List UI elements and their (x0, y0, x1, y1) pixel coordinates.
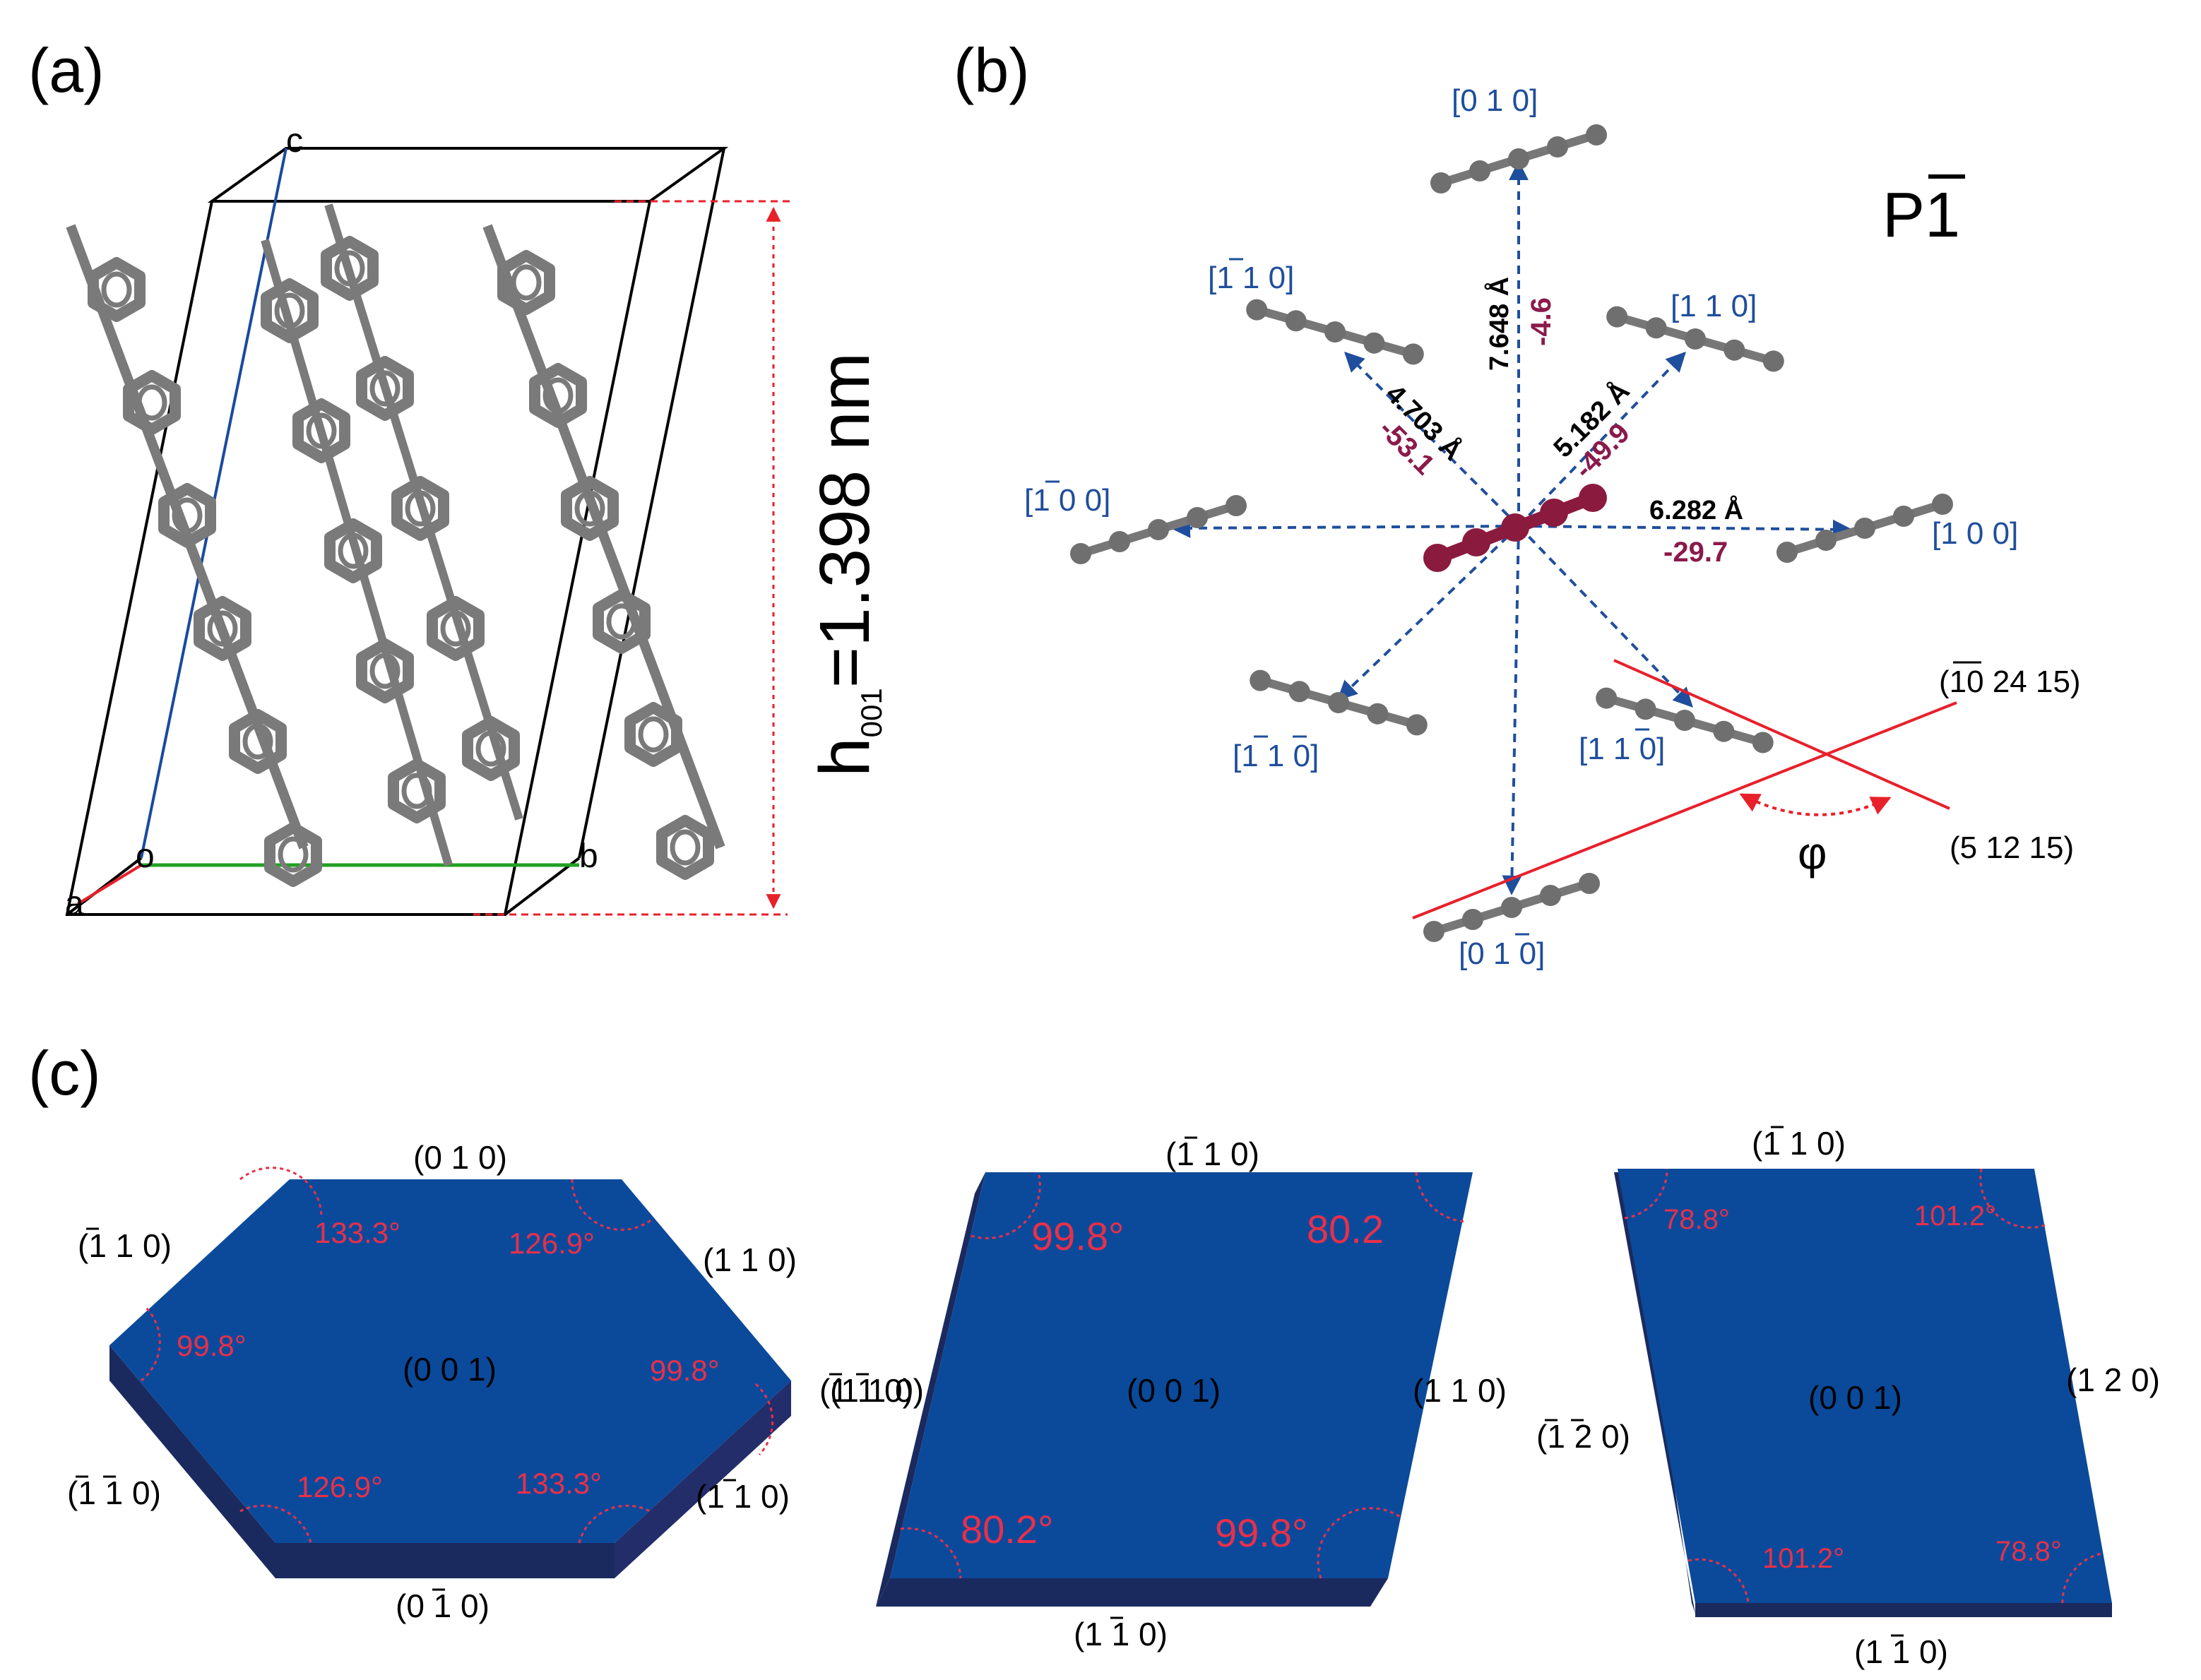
p1-angle-tl: 99.8° (1031, 1214, 1124, 1258)
hexagon-corner-arcs (141, 1167, 774, 1544)
hexagon-angles: 133.3° 126.9° 99.8° 99.8° 126.9° 133.3° (177, 1216, 720, 1503)
parallelogram-1-faces: (1 1 0) (1 1 0) (1 1 0) (0 0 1) (1 1 0) (830, 1136, 1507, 1652)
dist-100: 6.282 Å (1649, 494, 1743, 525)
dir-label-100: [1 0 0] (1932, 516, 2018, 551)
plane-line-5-12-15 (1613, 659, 1950, 810)
hex-face-right: (1 1 0) (819, 1372, 913, 1409)
phi-arc (1739, 793, 1892, 816)
panel-b-label: (b) (954, 35, 1030, 105)
angle-100: -29.7 (1663, 537, 1728, 568)
parallelogram-2-faces: (1 1 0) (1 2 0) (1 2 0) (0 0 1) (1 1 0) (1536, 1125, 2160, 1670)
phi-label: φ (1798, 828, 1827, 878)
hex-angle-l: 99.8° (177, 1329, 247, 1362)
dir-label-1m10: [1 1 0] (1579, 732, 1665, 766)
panel-c-label: (c) (28, 1038, 101, 1108)
dir-label-m1m10: [1 1 0] (1233, 739, 1319, 773)
p2-angle-tr: 101.2° (1914, 1201, 1996, 1232)
dir-label-m110: [1 1 0] (1208, 261, 1294, 295)
parallelogram-2-corner-arcs (1624, 1168, 2102, 1604)
plane-label-5-12-15: (5 12 15) (1950, 830, 2074, 865)
height-sub: 001 (855, 688, 888, 737)
axis-label-a: a (65, 885, 84, 922)
molecule-stack-left (66, 224, 316, 881)
parallelogram-1-angles: 99.8° 80.2 80.2° 99.8° (961, 1207, 1384, 1555)
height-label: h001=1.398 nm (805, 352, 888, 777)
axis-label-o: o (136, 838, 155, 875)
plane-label-10-24-15: (10 24 15) (1939, 665, 2081, 699)
hex-angle-tl: 133.3° (314, 1216, 401, 1249)
p1-angle-br: 99.8° (1215, 1511, 1307, 1555)
dir-label-m100: [1 0 0] (1024, 483, 1110, 518)
axis-label-c: c (286, 122, 303, 160)
panel-b: (b) P1 (954, 35, 2081, 971)
dir-label-110: [1 1 0] (1671, 289, 1757, 323)
spacegroup-letter: P (1882, 180, 1925, 251)
hexagon-faces: (0 1 0) (1 1 0) (1 1 0) (1 1 0) (0 0 1) … (67, 1139, 913, 1624)
crystal-parallelogram-2 (1614, 1169, 2112, 1617)
molecule-stack-mid2 (326, 203, 523, 821)
center-molecule (1423, 484, 1607, 572)
crystal-hexagon (109, 1179, 791, 1578)
height-main: h (805, 737, 884, 777)
hex-face-top-right: (1 1 0) (703, 1241, 797, 1278)
hex-face-top-left: (1 1 0) (78, 1227, 172, 1264)
dir-label-010: [0 1 0] (1452, 83, 1538, 118)
spacegroup-digit: 1 (1925, 180, 1960, 251)
hex-face-bottom-right: (1 1 0) (696, 1478, 790, 1515)
p2-face-right: (1 2 0) (2066, 1362, 2160, 1398)
p1-face-right: (1 1 0) (1413, 1372, 1507, 1409)
p1-face-top: (1 1 0) (1165, 1136, 1259, 1172)
hexagon-overbars (76, 1227, 869, 1591)
p2-angle-bl: 101.2° (1762, 1543, 1844, 1574)
hex-angle-tr: 126.9° (509, 1227, 595, 1260)
axis-label-b: b (579, 838, 598, 875)
direction-arrows (1170, 160, 1853, 895)
p2-face-left: (1 2 0) (1536, 1418, 1630, 1455)
hex-angle-bl: 126.9° (297, 1470, 383, 1503)
molecule-stack-right (482, 224, 725, 874)
height-value: =1.398 nm (805, 352, 884, 688)
p1-angle-tr: 80.2 (1307, 1207, 1384, 1251)
parallelogram-1-overbars (1110, 1136, 1197, 1619)
hex-face-top: (0 1 0) (413, 1139, 507, 1176)
hex-angle-r: 99.8° (650, 1354, 720, 1387)
plane-line-10-24-15 (1412, 701, 1957, 919)
p2-angle-tl: 78.8° (1663, 1204, 1730, 1235)
a-axis-line (76, 864, 143, 905)
panel-c: (c) 133.3° 126.9° 99.8° 99.8° 126.9° 133… (28, 1038, 2160, 1670)
dist-010: 7.648 Å (1483, 277, 1514, 371)
p2-face-bottom: (1 1 0) (1854, 1633, 1948, 1670)
hex-face-bottom: (0 1 0) (396, 1587, 490, 1624)
p1-face-left: (1 1 0) (830, 1372, 924, 1409)
hex-face-center: (0 0 1) (403, 1351, 497, 1388)
spacegroup-label: P1 (1882, 180, 1960, 251)
parallelogram-2-overbars (1545, 1126, 1904, 1637)
panel-a-label: (a) (28, 35, 105, 105)
p2-angle-br: 78.8° (1995, 1536, 2062, 1567)
parallelogram-1-corner-arcs (900, 1172, 1466, 1579)
p1-face-center: (0 0 1) (1127, 1372, 1221, 1409)
angle-010: -4.6 (1526, 297, 1557, 346)
p2-face-center: (0 0 1) (1808, 1379, 1902, 1416)
dir-label-0m10: [0 1 0] (1459, 936, 1545, 971)
hex-face-bottom-left: (1 1 0) (67, 1475, 161, 1511)
parallelogram-2-angles: 78.8° 101.2° 101.2° 78.8° (1663, 1201, 2062, 1574)
direction-overbars (1045, 258, 1649, 936)
p2-face-top: (1 1 0) (1752, 1125, 1846, 1162)
p1-angle-bl: 80.2° (961, 1507, 1053, 1551)
panel-a: (a) c o b a (28, 35, 888, 922)
p1-face-bottom: (1 1 0) (1074, 1616, 1168, 1652)
molecule-stack-mid1 (265, 239, 453, 866)
hex-angle-br: 133.3° (516, 1467, 602, 1500)
crystal-parallelogram-1 (876, 1172, 1473, 1607)
